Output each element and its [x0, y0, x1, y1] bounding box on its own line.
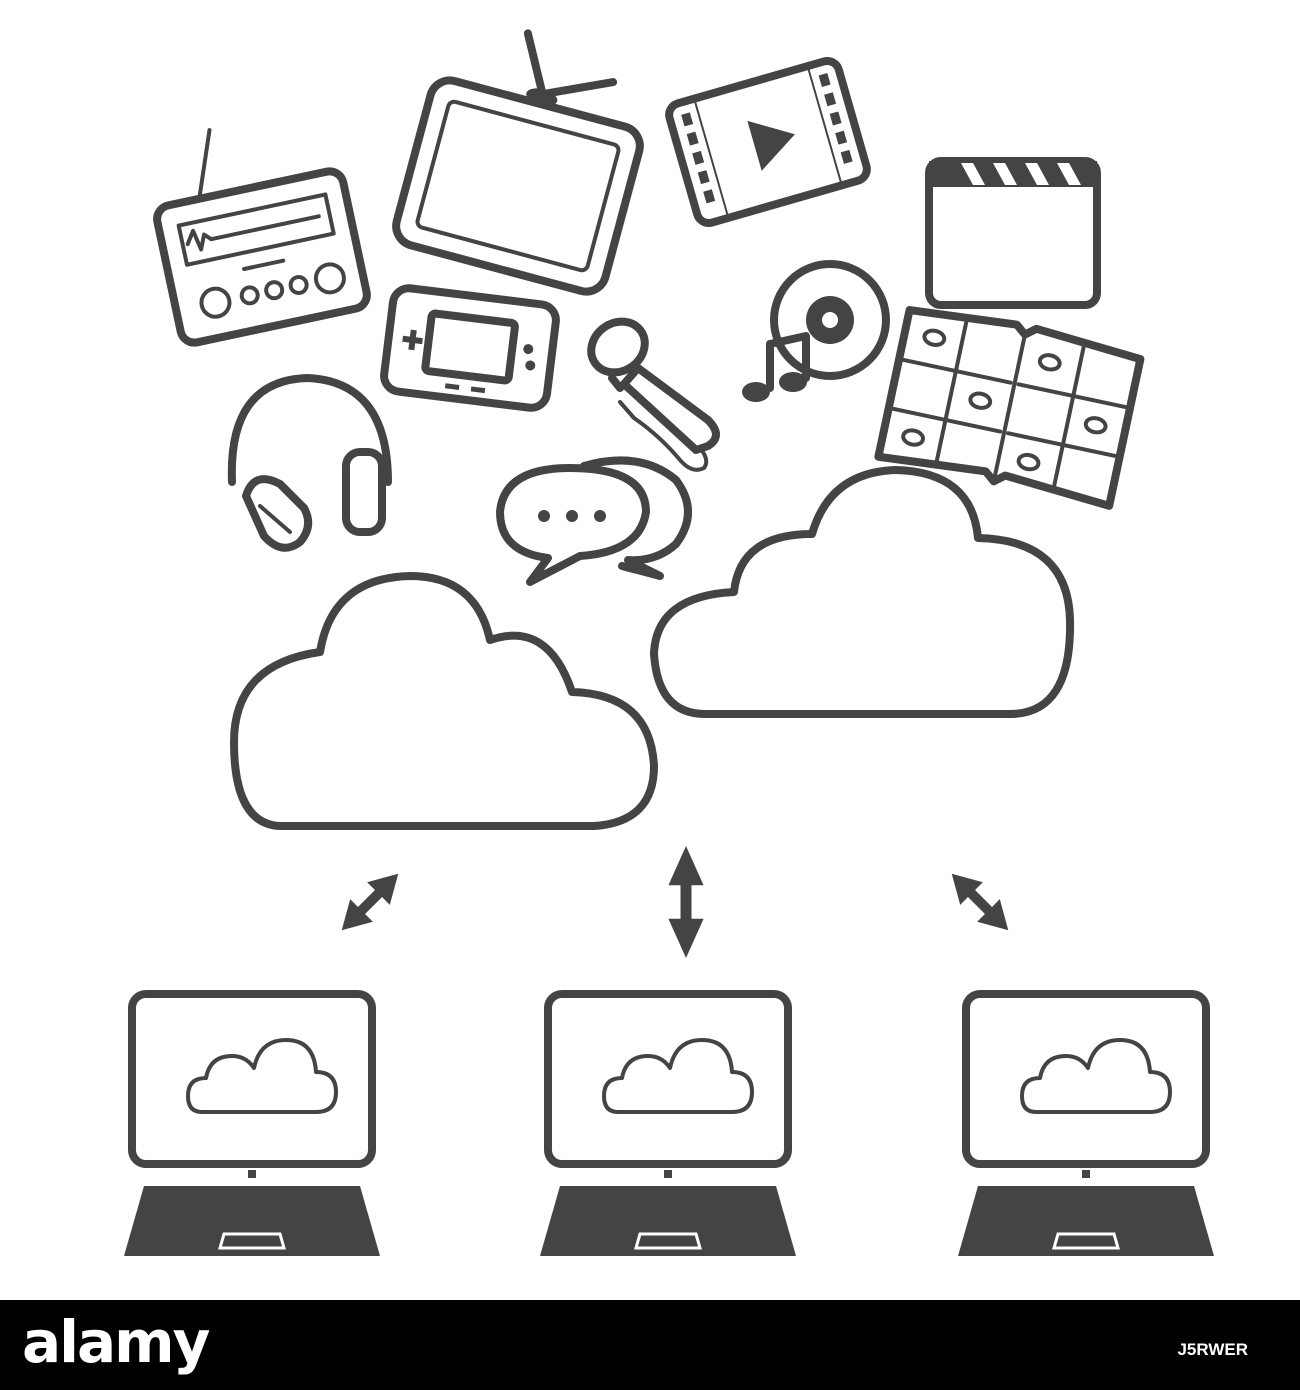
- brand-logo: alamy: [22, 1308, 210, 1376]
- laptop-icon: [540, 994, 796, 1256]
- headphones-icon: [227, 374, 392, 552]
- game-console-icon: [380, 284, 560, 412]
- radio-icon: [153, 128, 371, 347]
- cloud-icon: [230, 572, 658, 830]
- footer-bar: [0, 1300, 1300, 1390]
- tv-icon: [392, 29, 644, 296]
- image-code: J5RWER: [1177, 1340, 1248, 1359]
- chat-bubbles-icon: [496, 456, 692, 586]
- laptop-icon: [124, 994, 380, 1256]
- comic-book-icon: [874, 306, 1145, 510]
- double-arrow-icon: [940, 862, 1020, 942]
- laptop-icon: [958, 994, 1214, 1256]
- double-arrow-icon: [668, 846, 704, 958]
- double-arrow-icon: [330, 862, 410, 942]
- cloud-icon: [650, 466, 1075, 718]
- video-file-icon: [665, 56, 871, 228]
- microphone-icon: [587, 317, 720, 472]
- cloud-media-illustration: [0, 29, 1300, 1300]
- music-disc-icon: [742, 260, 890, 402]
- clapperboard-icon: [925, 157, 1101, 309]
